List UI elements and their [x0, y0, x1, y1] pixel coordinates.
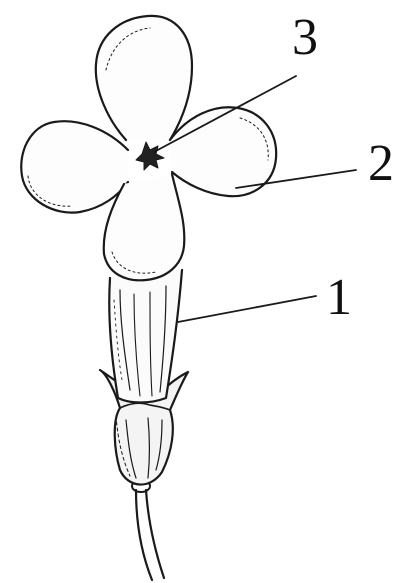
label-corolla-lobe: 2 [368, 138, 394, 190]
stamen-center [136, 142, 164, 170]
flower-stem [132, 480, 164, 580]
label-corolla-tube: 1 [326, 272, 352, 324]
corolla-lobe-top [96, 16, 192, 140]
label-stamen-center: 3 [292, 12, 318, 64]
corolla-lobe-left [21, 121, 128, 212]
corolla-lobe-right [170, 107, 276, 196]
leader-line-1 [178, 296, 316, 322]
